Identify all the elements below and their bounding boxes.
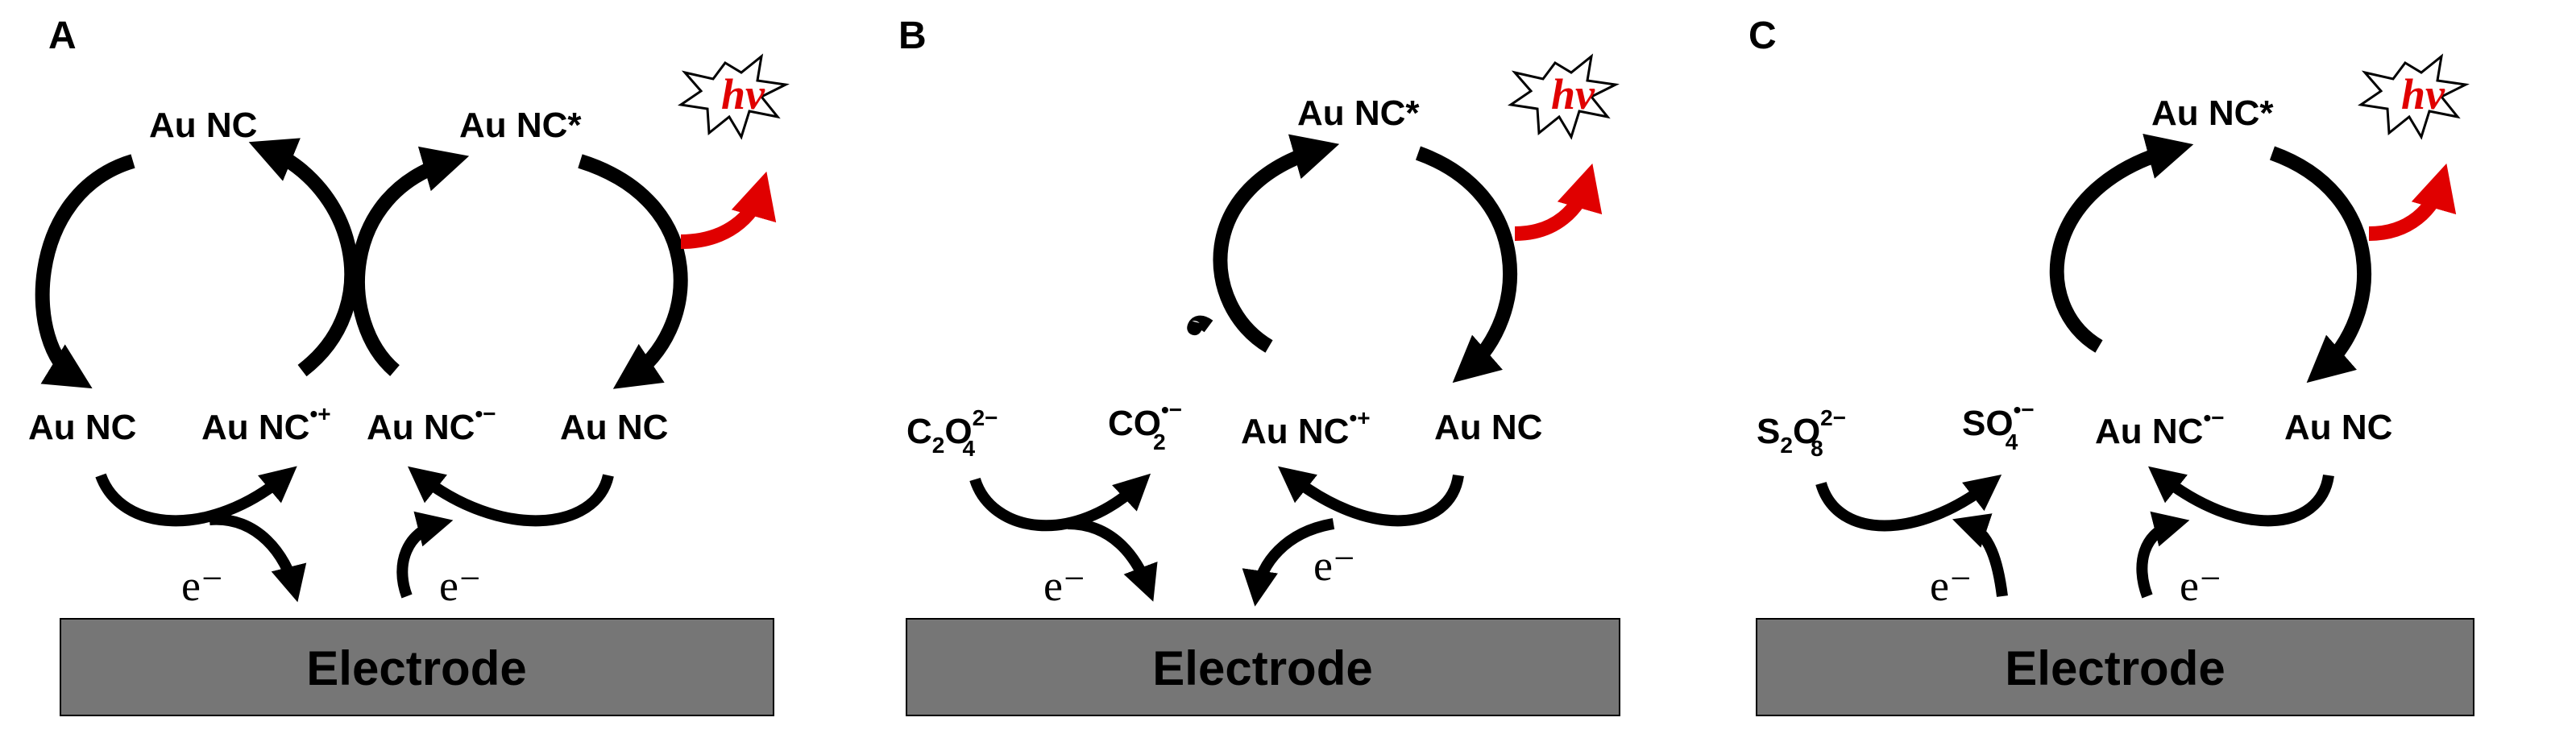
emission-arrow-icon [680, 171, 777, 249]
curved-arrow-icon [209, 513, 307, 603]
panel-a-photon-label: hν [721, 70, 765, 118]
starburst-icon [1507, 53, 1620, 140]
curved-arrow-icon [1815, 475, 2002, 532]
panel-b-electron-1: e⁻ [1043, 562, 1085, 610]
panel-a-letter: A [48, 15, 77, 57]
panel-a-species-3: Au NC•− [367, 401, 496, 447]
curved-arrow-icon [1278, 466, 1464, 527]
starburst-icon [2357, 53, 2470, 140]
panel-c-reagent: S2O2−8 [1757, 405, 1846, 461]
curved-arrow-icon [1187, 315, 1213, 335]
starburst-icon [677, 53, 790, 140]
panel-b-electron-2: e⁻ [1313, 541, 1355, 590]
panel-a-electrode-label: Electrode [306, 641, 526, 695]
emission-arrow-icon [2368, 163, 2457, 241]
curved-arrow-icon [1242, 518, 1335, 607]
curved-arrow-icon [396, 511, 454, 599]
panel-a-electrode [60, 618, 774, 716]
curved-arrow-icon [95, 466, 297, 527]
panel-b-radical: CO•−2 [1108, 397, 1182, 454]
emission-arrow-icon [1514, 163, 1603, 241]
panel-b-letter: B [898, 15, 927, 57]
panel-b-top-label: Au NC* [1297, 93, 1420, 133]
panel-b-photon-label: hν [1551, 70, 1595, 118]
panel-a-species-2: Au NC•+ [201, 401, 331, 447]
panel-a-species-1: Au NC [28, 408, 136, 447]
curved-arrow-icon [2148, 466, 2334, 527]
panel-b: B Au NC* hν C2O2−4 CO•−2 Au NC•+ Au NC e… [898, 15, 1620, 716]
panel-b-reagent: C2O2−4 [906, 405, 998, 461]
panel-a-species-4: Au NC [560, 408, 668, 447]
curved-arrow-icon [407, 466, 614, 527]
curved-arrow-icon [969, 473, 1151, 532]
curved-arrow-icon [351, 146, 470, 376]
panel-a-electron-2: e⁻ [439, 562, 481, 610]
curved-arrow-icon [1415, 146, 1518, 384]
panel-c-letter: C [1748, 15, 1777, 57]
panel-b-neutral: Au NC [1434, 408, 1542, 447]
panel-b-electrode [906, 618, 1620, 716]
panel-c-neutral: Au NC [2284, 408, 2392, 447]
curved-arrow-icon [2269, 146, 2372, 384]
panel-c-anion: Au NC•− [2095, 405, 2225, 451]
panel-b-cation: Au NC•+ [1241, 405, 1371, 451]
panel-c: C Au NC* hν S2O2−8 SO•−4 Au NC•− Au NC e… [1748, 15, 2474, 716]
panel-c-top-label: Au NC* [2151, 93, 2274, 133]
panel-c-photon-label: hν [2401, 70, 2445, 118]
panel-b-electrode-label: Electrode [1152, 641, 1372, 695]
panel-a-top-right-label: Au NC* [459, 106, 582, 145]
panel-c-electron-1: e⁻ [1930, 562, 1972, 610]
curved-arrow-icon [1952, 513, 2008, 597]
panel-a-electron-1: e⁻ [181, 562, 223, 610]
panel-a: A Au NC Au NC* hν Au NC Au NC•+ Au NC•− … [28, 15, 790, 716]
panel-a-top-left-label: Au NC [149, 106, 257, 145]
panel-c-electrode-label: Electrode [2005, 641, 2225, 695]
panel-c-electrode [1756, 618, 2474, 716]
curved-arrow-icon [248, 138, 359, 377]
panel-c-electron-2: e⁻ [2180, 562, 2221, 610]
curved-arrow-icon [2049, 134, 2194, 353]
curved-arrow-icon [2136, 511, 2190, 599]
curved-arrow-icon [1213, 134, 1340, 353]
panel-c-radical: SO•−4 [1962, 397, 2035, 454]
curved-arrow-icon [35, 154, 135, 389]
curved-arrow-icon [578, 154, 688, 389]
curved-arrow-icon [1067, 518, 1158, 602]
